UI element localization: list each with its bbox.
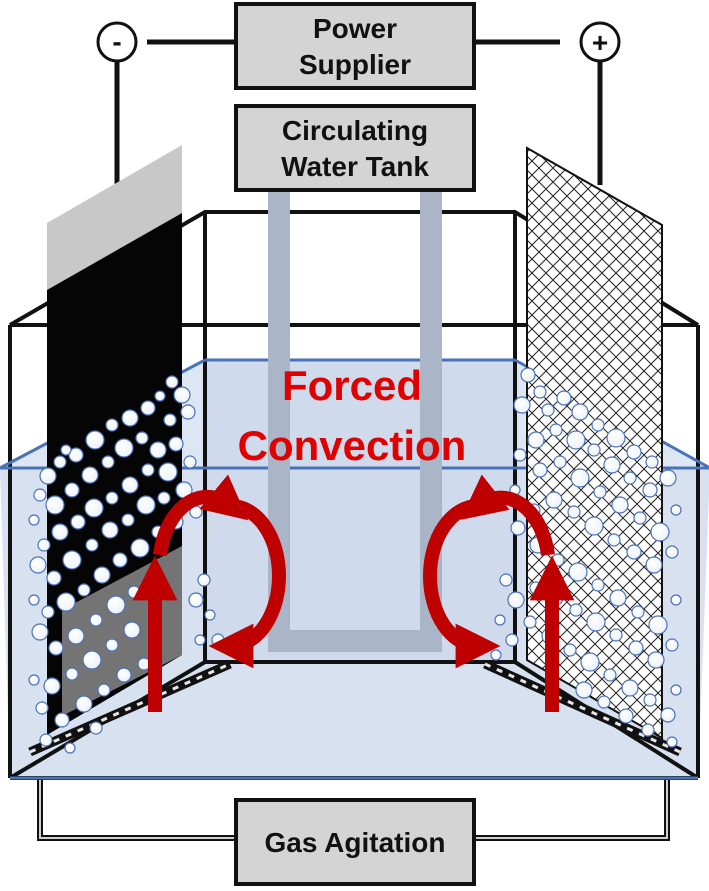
water-tank-label-line2: Water Tank [281, 151, 429, 182]
convection-arrow-left [132, 474, 286, 712]
power-wires [114, 39, 603, 190]
minus-circle-icon [96, 21, 138, 63]
positive-terminal-label: + [592, 27, 608, 58]
gas-agitation-label: Gas Agitation [265, 827, 446, 858]
gas-agitation-box: Gas Agitation [234, 798, 476, 886]
convection-arrow-right [423, 474, 575, 712]
bubbles-left [28, 375, 225, 754]
gas-feed-lines [37, 780, 670, 841]
bubbles-right [490, 367, 682, 748]
power-supplier-label-line1: Power [313, 13, 397, 44]
power-supplier-label-line2: Supplier [299, 49, 411, 80]
circulating-water-tank-box: Circulating Water Tank [234, 104, 476, 192]
gas-diffusers [28, 659, 682, 757]
negative-terminal-label: - [112, 26, 121, 57]
water-tank-label-line1: Circulating [282, 115, 428, 146]
forced-convection-label-line2: Convection [238, 422, 467, 469]
power-supplier-box: Power Supplier [234, 2, 476, 90]
forced-convection-label-line1: Forced [282, 362, 422, 409]
plus-circle-icon [579, 21, 621, 63]
